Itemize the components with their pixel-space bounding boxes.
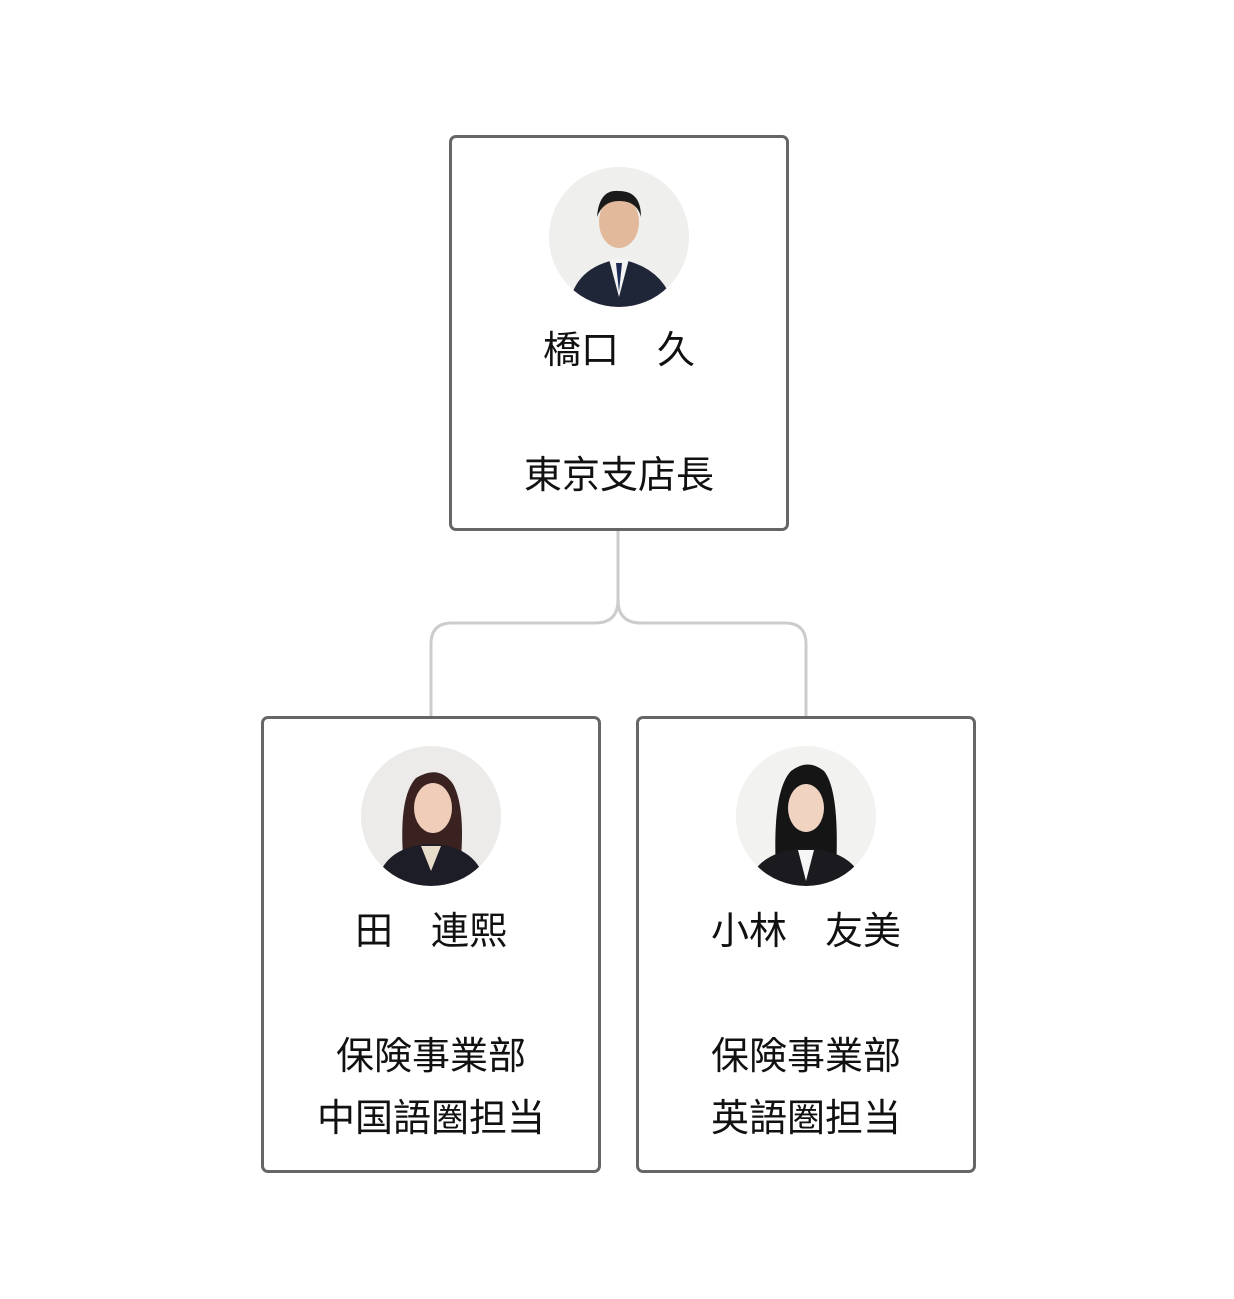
role-line: 保険事業部 [710,1034,901,1078]
person-name: 田 連熙 [354,909,507,953]
role-line: 東京支店長 [523,453,714,497]
connector-root-to-right [616,530,808,716]
org-card-child[interactable]: 小林 友美 保険事業部 英語圏担当 [636,716,976,1173]
role-line: 中国語圏担当 [316,1096,545,1140]
person-role: 保険事業部 中国語圏担当 [264,1025,598,1149]
avatar-photo [361,746,501,886]
person-role: 保険事業部 英語圏担当 [639,1025,973,1149]
connector-root-to-left [429,530,620,716]
avatar-photo [549,167,689,307]
role-line: 英語圏担当 [710,1096,901,1140]
person-name: 小林 友美 [710,909,901,953]
person-role: 東京支店長 [452,444,786,506]
role-line: 保険事業部 [335,1034,526,1078]
org-card-child[interactable]: 田 連熙 保険事業部 中国語圏担当 [261,716,601,1173]
avatar-photo [736,746,876,886]
person-name: 橋口 久 [542,328,695,372]
org-card-root[interactable]: 橋口 久 東京支店長 [449,135,789,531]
